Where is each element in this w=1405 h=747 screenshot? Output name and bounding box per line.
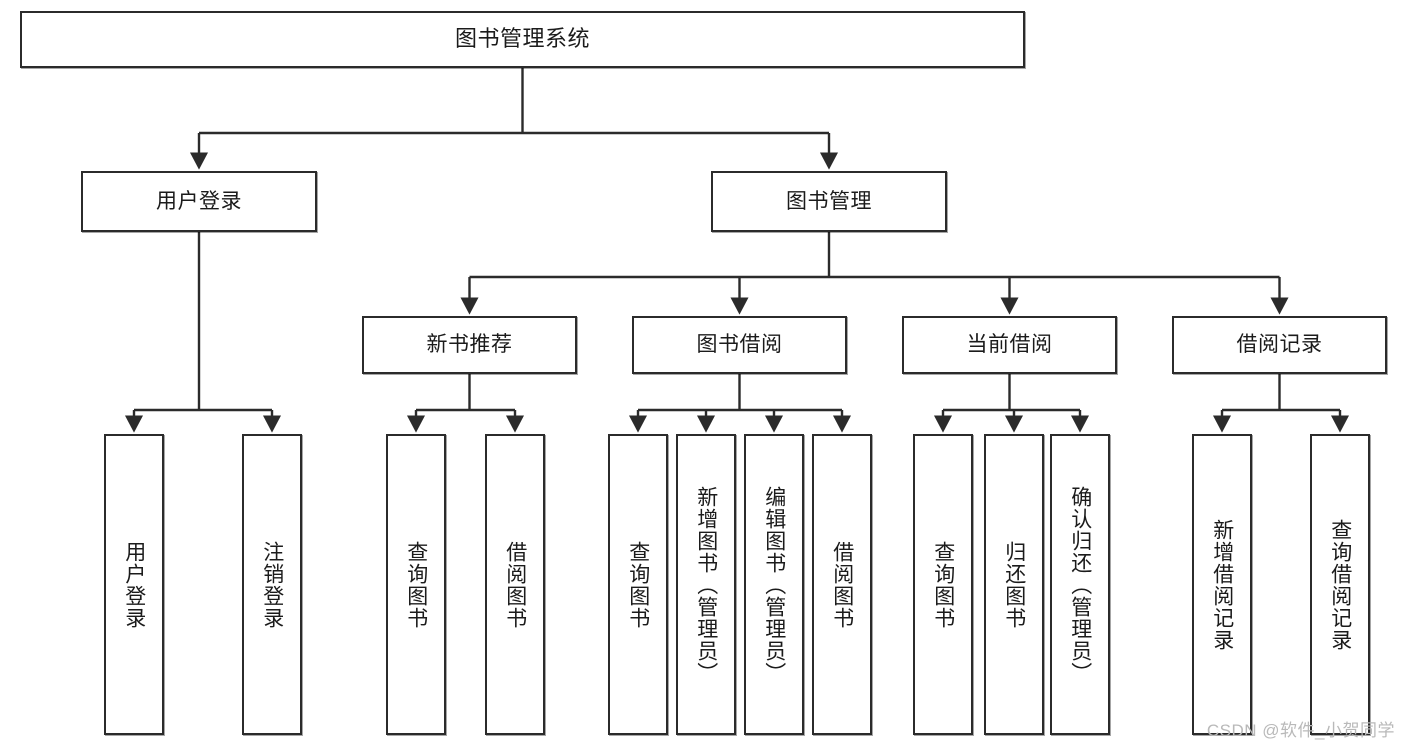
- node-leaf-user-login[interactable]: 用户登录: [104, 434, 164, 735]
- node-label-root: 图书管理系统: [454, 26, 590, 52]
- node-label-leaf-return-book: 归还图书: [1002, 540, 1026, 629]
- node-leaf-query-book-2[interactable]: 查询图书: [608, 434, 668, 735]
- node-book-manage[interactable]: 图书管理: [711, 171, 947, 232]
- node-label-leaf-query-book-1: 查询图书: [404, 540, 428, 629]
- node-leaf-return-book[interactable]: 归还图书: [984, 434, 1044, 735]
- node-label-leaf-user-login: 用户登录: [122, 540, 146, 629]
- node-leaf-borrow-book-1[interactable]: 借阅图书: [485, 434, 545, 735]
- node-label-new-book-recommend: 新书推荐: [426, 333, 513, 357]
- node-leaf-add-borrow-record[interactable]: 新增借阅记录: [1192, 434, 1252, 735]
- node-current-borrow[interactable]: 当前借阅: [902, 316, 1117, 374]
- node-book-borrow[interactable]: 图书借阅: [632, 316, 847, 374]
- node-label-leaf-add-borrow-record: 新增借阅记录: [1210, 518, 1234, 651]
- node-new-book-recommend[interactable]: 新书推荐: [362, 316, 577, 374]
- node-label-leaf-borrow-book-1: 借阅图书: [503, 540, 527, 629]
- node-label-user-login: 用户登录: [156, 189, 242, 213]
- node-leaf-query-borrow-record[interactable]: 查询借阅记录: [1310, 434, 1370, 735]
- node-leaf-add-book[interactable]: 新增图书（管理员）: [676, 434, 736, 735]
- node-label-leaf-user-logout: 注销登录: [260, 540, 284, 629]
- node-leaf-query-book-1[interactable]: 查询图书: [386, 434, 446, 735]
- node-leaf-confirm-return[interactable]: 确认归还（管理员）: [1050, 434, 1110, 735]
- connector-lines: [124, 68, 1350, 433]
- node-label-borrow-record: 借阅记录: [1236, 333, 1323, 357]
- node-user-login[interactable]: 用户登录: [81, 171, 317, 232]
- node-borrow-record[interactable]: 借阅记录: [1172, 316, 1387, 374]
- node-label-book-manage: 图书管理: [786, 189, 872, 213]
- node-leaf-borrow-book-2[interactable]: 借阅图书: [812, 434, 872, 735]
- node-label-leaf-query-book-3: 查询图书: [931, 540, 955, 629]
- node-label-book-borrow: 图书借阅: [696, 333, 783, 357]
- node-label-leaf-edit-book: 编辑图书（管理员）: [762, 485, 786, 684]
- node-root[interactable]: 图书管理系统: [20, 11, 1025, 68]
- node-label-current-borrow: 当前借阅: [966, 333, 1053, 357]
- node-leaf-query-book-3[interactable]: 查询图书: [913, 434, 973, 735]
- node-label-leaf-add-book: 新增图书（管理员）: [694, 485, 718, 684]
- node-label-leaf-query-book-2: 查询图书: [626, 540, 650, 629]
- node-leaf-edit-book[interactable]: 编辑图书（管理员）: [744, 434, 804, 735]
- node-label-leaf-borrow-book-2: 借阅图书: [830, 540, 854, 629]
- node-leaf-user-logout[interactable]: 注销登录: [242, 434, 302, 735]
- node-label-leaf-query-borrow-record: 查询借阅记录: [1328, 518, 1352, 651]
- node-label-leaf-confirm-return: 确认归还（管理员）: [1068, 485, 1092, 684]
